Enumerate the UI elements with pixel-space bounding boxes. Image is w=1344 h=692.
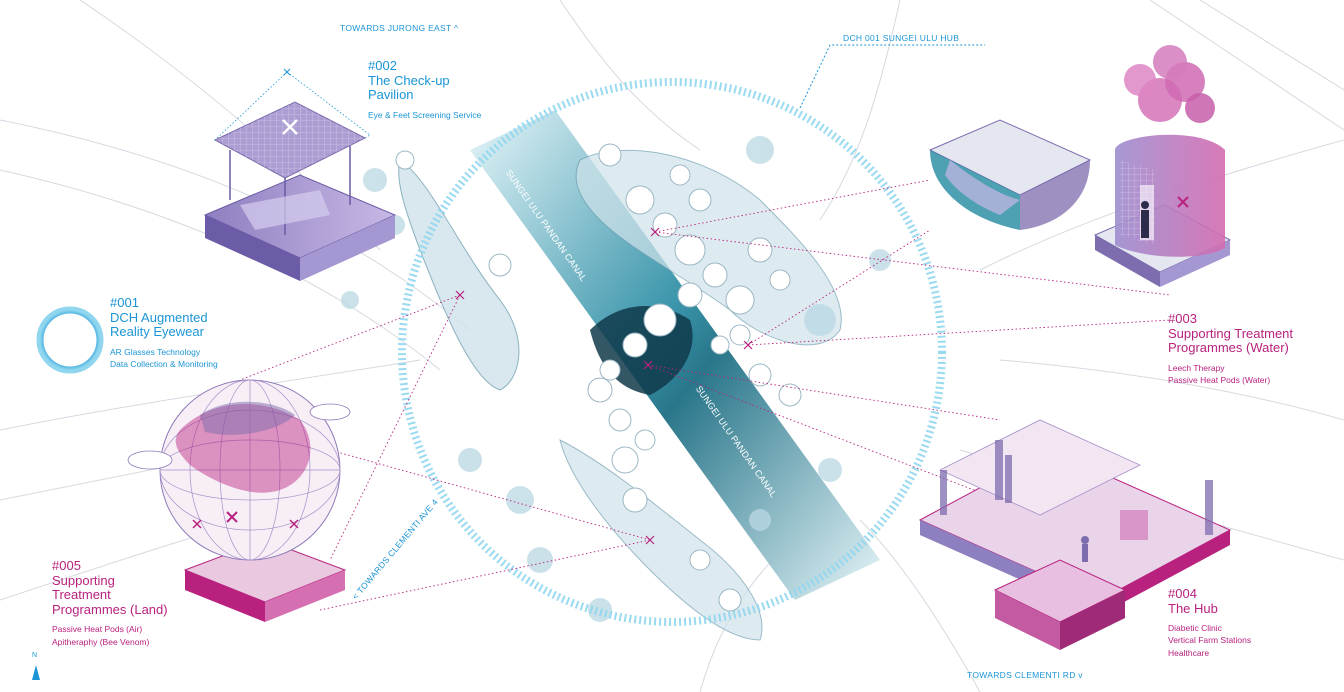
label-003-details: Leech Therapy Passive Heat Pods (Water) [1168,362,1293,387]
label-001-title-line1: DCH Augmented [110,309,208,325]
label-002-title-line2: Pavilion [368,87,414,103]
north-arrow-icon [32,665,40,680]
direction-jurong-east: TOWARDS JURONG EAST ^ [340,23,459,33]
label-001-number: #001 [110,295,139,310]
label-001-detail-1: AR Glasses Technology [110,346,201,357]
hub-callout-line [799,44,985,109]
label-003-detail-1: Leech Therapy [1168,362,1225,373]
label-005-detail-2: Apitheraphy (Bee Venom) [52,636,150,647]
label-003-number: #003 [1168,311,1197,326]
label-004-detail-2: Vertical Farm Stations [1168,635,1252,646]
label-004-number: #004 [1168,586,1197,601]
hub-radius-ring [398,78,946,626]
land-programmes-globe-illustration [127,379,351,622]
label-004-detail-3: Healthcare [1168,647,1210,658]
hub-tag: DCH 001 SUNGEI ULU HUB [843,33,960,43]
label-005-title-line3: Programmes (Land) [52,601,168,617]
label-001-title-line2: Reality Eyewear [110,324,204,340]
direction-clementi-rd: TOWARDS CLEMENTI RD v [967,670,1083,680]
label-001-details: AR Glasses Technology Data Collection & … [110,346,218,371]
north-label: N [32,652,38,659]
label-004-details: Diabetic Clinic Vertical Farm Stations H… [1168,622,1251,659]
label-005-title-line2: Treatment [52,587,111,603]
bubble-clusters [395,143,802,612]
label-004: #004 The Hub Diabetic Clinic Vertical Fa… [1168,586,1251,659]
label-002-detail-1: Eye & Feet Screening Service [368,109,482,120]
checkup-pavilion-illustration [203,68,397,281]
label-002-details: Eye & Feet Screening Service [368,109,481,121]
label-003: #003 Supporting Treatment Programmes (Wa… [1168,311,1294,387]
connection-lines [239,179,1171,611]
label-004-detail-1: Diabetic Clinic [1168,623,1222,634]
label-005-title-line1: Supporting [52,572,115,588]
label-002-number: #002 [368,58,397,73]
water-programmes-illustration [928,45,1232,287]
label-001-detail-2: Data Collection & Monitoring [110,358,218,369]
marker-crosses [455,227,753,545]
label-002-title-line1: The Check-up [368,72,450,88]
label-005-number: #005 [52,558,81,573]
label-002: #002 The Check-up Pavilion Eye & Feet Sc… [368,58,481,121]
label-003-detail-2: Passive Heat Pods (Water) [1168,374,1271,385]
ar-eyewear-ring-icon [36,306,104,374]
label-004-title-line1: The Hub [1168,600,1218,616]
label-005-details: Passive Heat Pods (Air) Apitheraphy (Bee… [52,623,168,648]
hub-clinic-illustration [918,419,1232,650]
label-001: #001 DCH Augmented Reality Eyewear AR Gl… [110,295,218,371]
label-005: #005 Supporting Treatment Programmes (La… [52,558,168,648]
label-005-detail-1: Passive Heat Pods (Air) [52,624,143,635]
label-003-title-line1: Supporting Treatment [1168,325,1294,341]
label-003-title-line2: Programmes (Water) [1168,340,1289,356]
